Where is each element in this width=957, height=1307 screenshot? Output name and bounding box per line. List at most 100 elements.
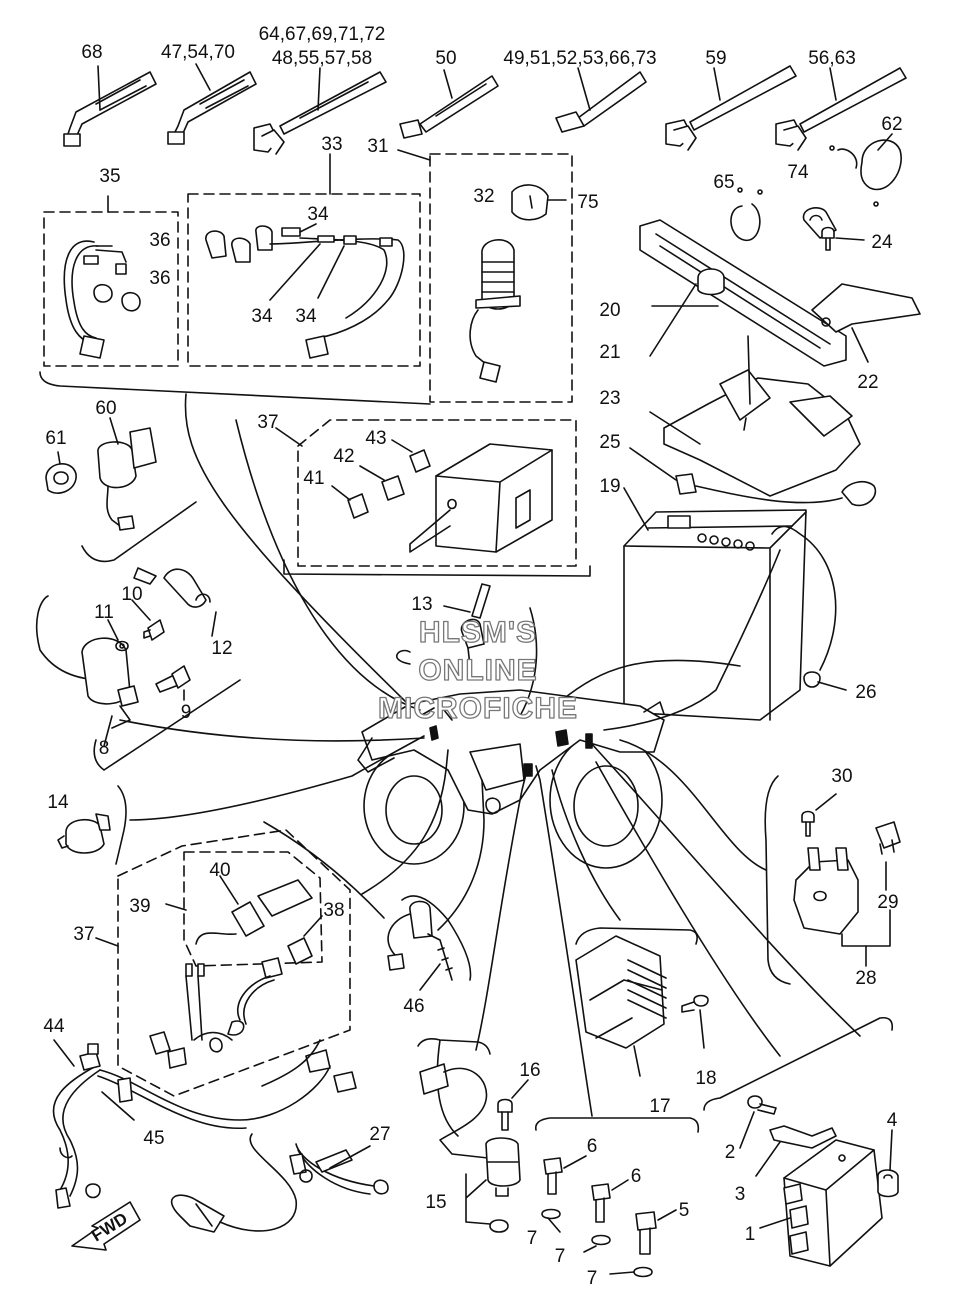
callout-50: 50 — [435, 48, 456, 69]
callout-68: 68 — [81, 42, 102, 63]
cdi-unit-1 — [783, 1139, 883, 1267]
bolt-30 — [801, 810, 815, 837]
callout-60: 60 — [95, 398, 116, 419]
forward-direction-arrow: FWD — [71, 1201, 141, 1251]
callout-22: 22 — [857, 372, 878, 393]
callout-36-a: 36 — [149, 230, 170, 251]
callout-16: 16 — [519, 1060, 540, 1081]
bolt-9 — [155, 665, 191, 693]
callout-20: 20 — [599, 300, 620, 321]
screw-24 — [821, 226, 835, 251]
horn-8 — [81, 637, 139, 729]
callout-4: 4 — [887, 1110, 898, 1131]
fuse-box-37 — [409, 443, 553, 553]
callout-18: 18 — [695, 1068, 716, 1089]
callout-28: 28 — [855, 968, 876, 989]
cable-tie-clip-59 — [665, 65, 797, 151]
washer-7-c — [633, 1266, 653, 1278]
callout-30: 30 — [831, 766, 852, 787]
washer-7-b — [591, 1234, 611, 1246]
callout-7-c: 7 — [587, 1268, 598, 1289]
callout-59: 59 — [705, 48, 726, 69]
callout-3: 3 — [735, 1184, 746, 1205]
bracket-22 — [811, 283, 921, 333]
cap-21 — [697, 268, 725, 296]
callout-7-a: 7 — [527, 1228, 538, 1249]
nut-61 — [45, 463, 77, 494]
lead-27 — [170, 1133, 389, 1233]
callout-74: 74 — [787, 162, 809, 183]
callout-19: 19 — [599, 476, 620, 497]
callout-38: 38 — [323, 900, 344, 921]
callout-34-c: 34 — [295, 306, 317, 327]
starter-relay-28 — [793, 847, 859, 935]
watermark-line-1: HLSM'S — [419, 616, 537, 649]
battery-19 — [623, 509, 807, 721]
cable-tie-clip-56 — [775, 67, 907, 151]
fuse-42 — [381, 475, 405, 501]
callout-65: 65 — [713, 172, 734, 193]
cable-tie-49 — [555, 71, 647, 133]
battery-hold-20 — [639, 219, 847, 367]
bolt-6-b — [591, 1183, 611, 1223]
callout-5: 5 — [679, 1200, 690, 1221]
bolt-18 — [681, 994, 709, 1013]
watermark-line-2: ONLINE — [418, 654, 537, 687]
coupler-15 — [419, 1063, 489, 1159]
callout-23: 23 — [599, 388, 620, 409]
callout-44: 44 — [43, 1016, 65, 1037]
callout-34-b: 34 — [251, 306, 273, 327]
band-62 — [829, 139, 902, 207]
negative-cable-26 — [771, 525, 837, 688]
callout-7-b: 7 — [555, 1246, 566, 1267]
callout-61: 61 — [45, 428, 66, 449]
bolt-6-a — [543, 1157, 563, 1195]
callout-37-a: 37 — [257, 412, 278, 433]
callout-64-67-69-71-72: 64,67,69,71,72 — [259, 24, 386, 45]
callout-39: 39 — [129, 896, 150, 917]
atv-vehicle — [357, 689, 665, 869]
callout-8: 8 — [99, 738, 110, 759]
switch-14 — [57, 813, 111, 854]
callout-12: 12 — [211, 638, 232, 659]
callout-13: 13 — [411, 594, 432, 615]
battery-lead-25 — [675, 473, 877, 507]
wire-harness-33 — [205, 225, 405, 359]
cable-tie-50 — [399, 75, 499, 139]
screw-2 — [747, 1095, 777, 1115]
callout-37-b: 37 — [73, 924, 94, 945]
fuse-41 — [347, 493, 369, 519]
callout-45: 45 — [143, 1128, 164, 1149]
callout-46: 46 — [403, 996, 424, 1017]
washer-7-a — [541, 1208, 561, 1220]
thermo-unit-13 — [460, 583, 491, 667]
bolt-10 — [143, 619, 165, 641]
band-65 — [730, 187, 763, 241]
callout-56-63: 56,63 — [808, 48, 856, 69]
main-switch-31 — [469, 184, 549, 383]
callout-27: 27 — [369, 1124, 390, 1145]
bracket-3 — [769, 1125, 837, 1149]
callout-2: 2 — [725, 1142, 736, 1163]
screw-16 — [497, 1098, 513, 1131]
switch-46 — [387, 900, 453, 981]
callout-15: 15 — [425, 1192, 446, 1213]
callout-31: 31 — [367, 136, 388, 157]
callout-49-51-52-53-66-73: 49,51,52,53,66,73 — [503, 48, 656, 69]
callout-29: 29 — [877, 892, 898, 913]
callout-62: 62 — [881, 114, 902, 135]
callout-9: 9 — [181, 702, 192, 723]
wire-harness-44 — [52, 1039, 357, 1209]
fuse-29 — [875, 821, 901, 855]
bolt-5 — [635, 1211, 657, 1255]
callout-10: 10 — [121, 584, 142, 605]
callout-11: 11 — [94, 602, 114, 623]
callout-33: 33 — [321, 134, 342, 155]
cable-tie-clip-64 — [253, 71, 387, 155]
grommet-4 — [877, 1169, 899, 1198]
callout-21: 21 — [599, 342, 620, 363]
battery-box-23 — [663, 335, 861, 497]
callout-75: 75 — [577, 192, 598, 213]
callout-36-b: 36 — [149, 268, 170, 289]
